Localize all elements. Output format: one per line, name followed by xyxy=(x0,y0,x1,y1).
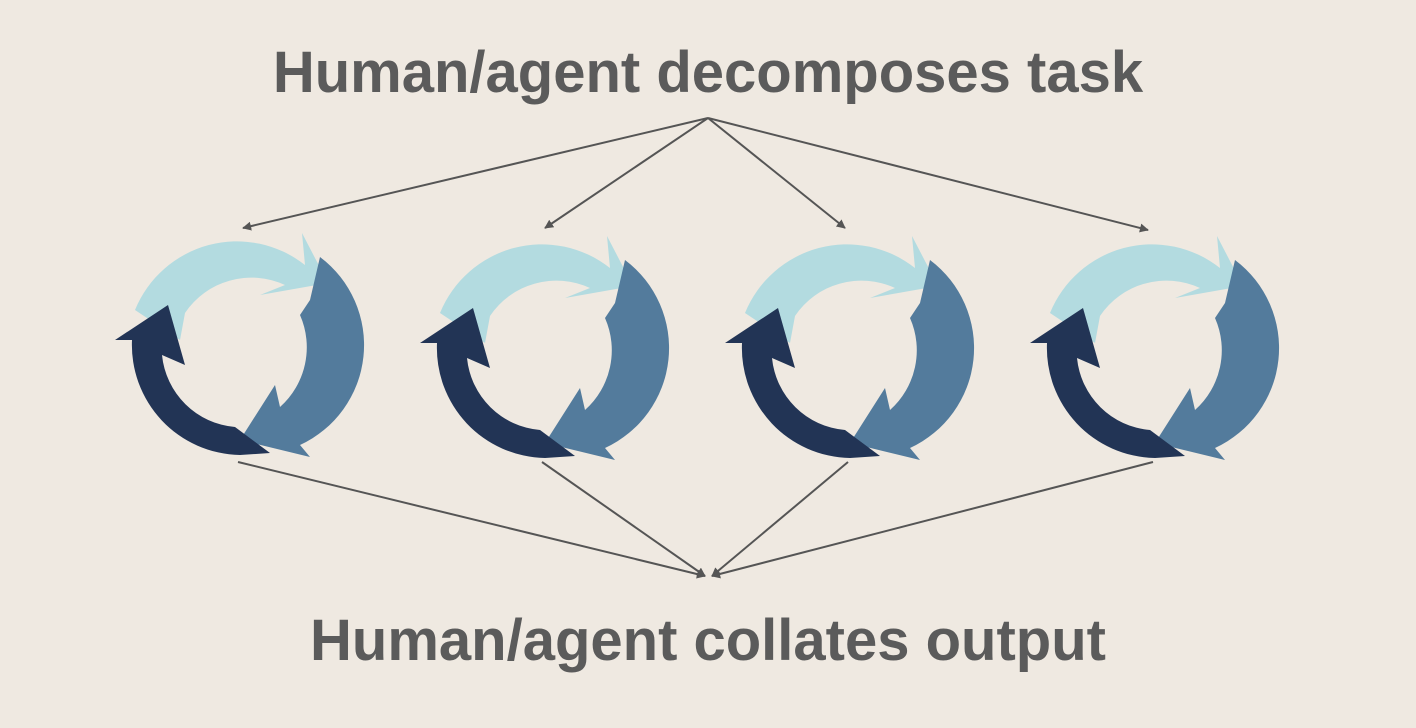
connector-top-2 xyxy=(544,117,709,229)
bottom-connectors xyxy=(237,461,1154,579)
connector-bottom-4 xyxy=(711,461,1154,579)
bottom-heading: Human/agent collates output xyxy=(310,608,1106,673)
connector-top-3 xyxy=(707,117,846,229)
cycle-arrows-icon xyxy=(1030,236,1280,460)
cycle-arrows-icon xyxy=(115,233,365,457)
connector-bottom-3 xyxy=(711,461,849,577)
cycles xyxy=(115,233,1280,460)
connector-bottom-1 xyxy=(237,461,706,579)
top-connectors xyxy=(242,117,1149,233)
cycle-arrows-icon xyxy=(420,236,670,460)
connector-top-4 xyxy=(707,117,1149,233)
top-heading: Human/agent decomposes task xyxy=(272,40,1144,105)
connector-top-1 xyxy=(242,117,709,231)
connector-bottom-2 xyxy=(541,461,706,577)
cycle-arrows-icon xyxy=(725,236,975,460)
